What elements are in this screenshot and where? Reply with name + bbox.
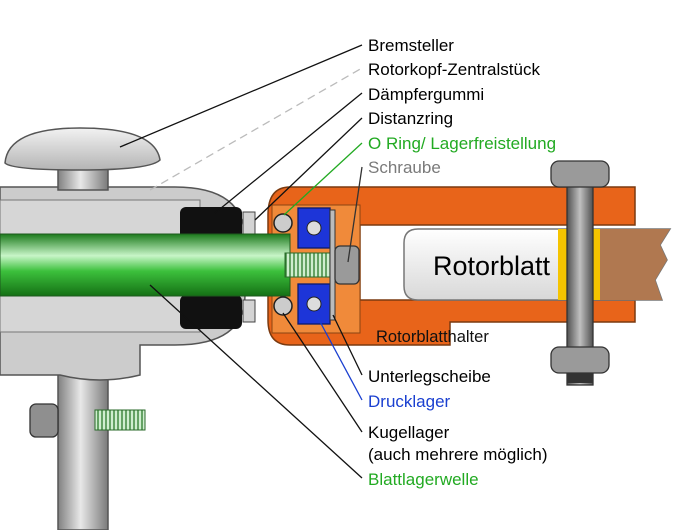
leader-unterlegscheibe	[332, 314, 363, 376]
leader-schraube	[347, 166, 363, 263]
kugellager-bottom	[273, 296, 293, 316]
distanzring-top	[242, 211, 256, 235]
label-rotorblatthalter: Rotorblatthalter	[376, 328, 489, 346]
leader-distanzring	[254, 117, 363, 221]
blade-wood	[595, 229, 670, 300]
distanzring-bottom	[242, 299, 256, 323]
pillar-nut	[29, 403, 59, 438]
schraube-head	[334, 245, 360, 285]
leader-daempfergummi	[214, 92, 363, 214]
label-rotorblatt: Rotorblatt	[433, 251, 551, 281]
label-daempfergummi: Dämpfergummi	[368, 85, 484, 104]
leader-blattlagerwelle	[149, 284, 363, 479]
leader-drucklager	[317, 317, 363, 401]
unterlegscheibe	[329, 209, 336, 321]
pillar-thread	[94, 409, 146, 431]
daempfergummi-bottom	[180, 295, 242, 329]
shaft-thread	[284, 252, 336, 278]
kugellager-top	[273, 213, 293, 233]
label-blattlagerwelle: Blattlagerwelle	[368, 470, 479, 489]
drucklager-ball-bottom	[306, 296, 322, 312]
label-zentralstueck: Rotorkopf-Zentralstück	[368, 60, 540, 79]
leader-o-ring	[283, 142, 363, 216]
blade-bolt-end	[567, 373, 593, 383]
blattlagerwelle	[0, 233, 291, 297]
leader-lines	[119, 44, 363, 479]
leader-zentralstueck	[149, 67, 363, 191]
blade-bolt-nut	[550, 346, 610, 374]
label-drucklager: Drucklager	[368, 392, 451, 411]
leader-bremsteller	[119, 44, 363, 148]
label-distanzring: Distanzring	[368, 109, 453, 128]
bremsteller-cap	[4, 127, 161, 171]
label-o-ring: O Ring/ Lagerfreistellung	[368, 134, 556, 153]
label-bremsteller: Bremsteller	[368, 36, 454, 55]
label-kugellager-note: (auch mehrere möglich)	[368, 445, 548, 464]
blade-bolt-head	[550, 160, 610, 188]
label-unterlegscheibe: Unterlegscheibe	[368, 367, 491, 386]
drucklager-ball-top	[306, 220, 322, 236]
leader-kugellager	[282, 312, 363, 433]
daempfergummi-top	[180, 207, 242, 241]
label-schraube: Schraube	[368, 158, 441, 177]
label-kugellager: Kugellager	[368, 423, 450, 442]
